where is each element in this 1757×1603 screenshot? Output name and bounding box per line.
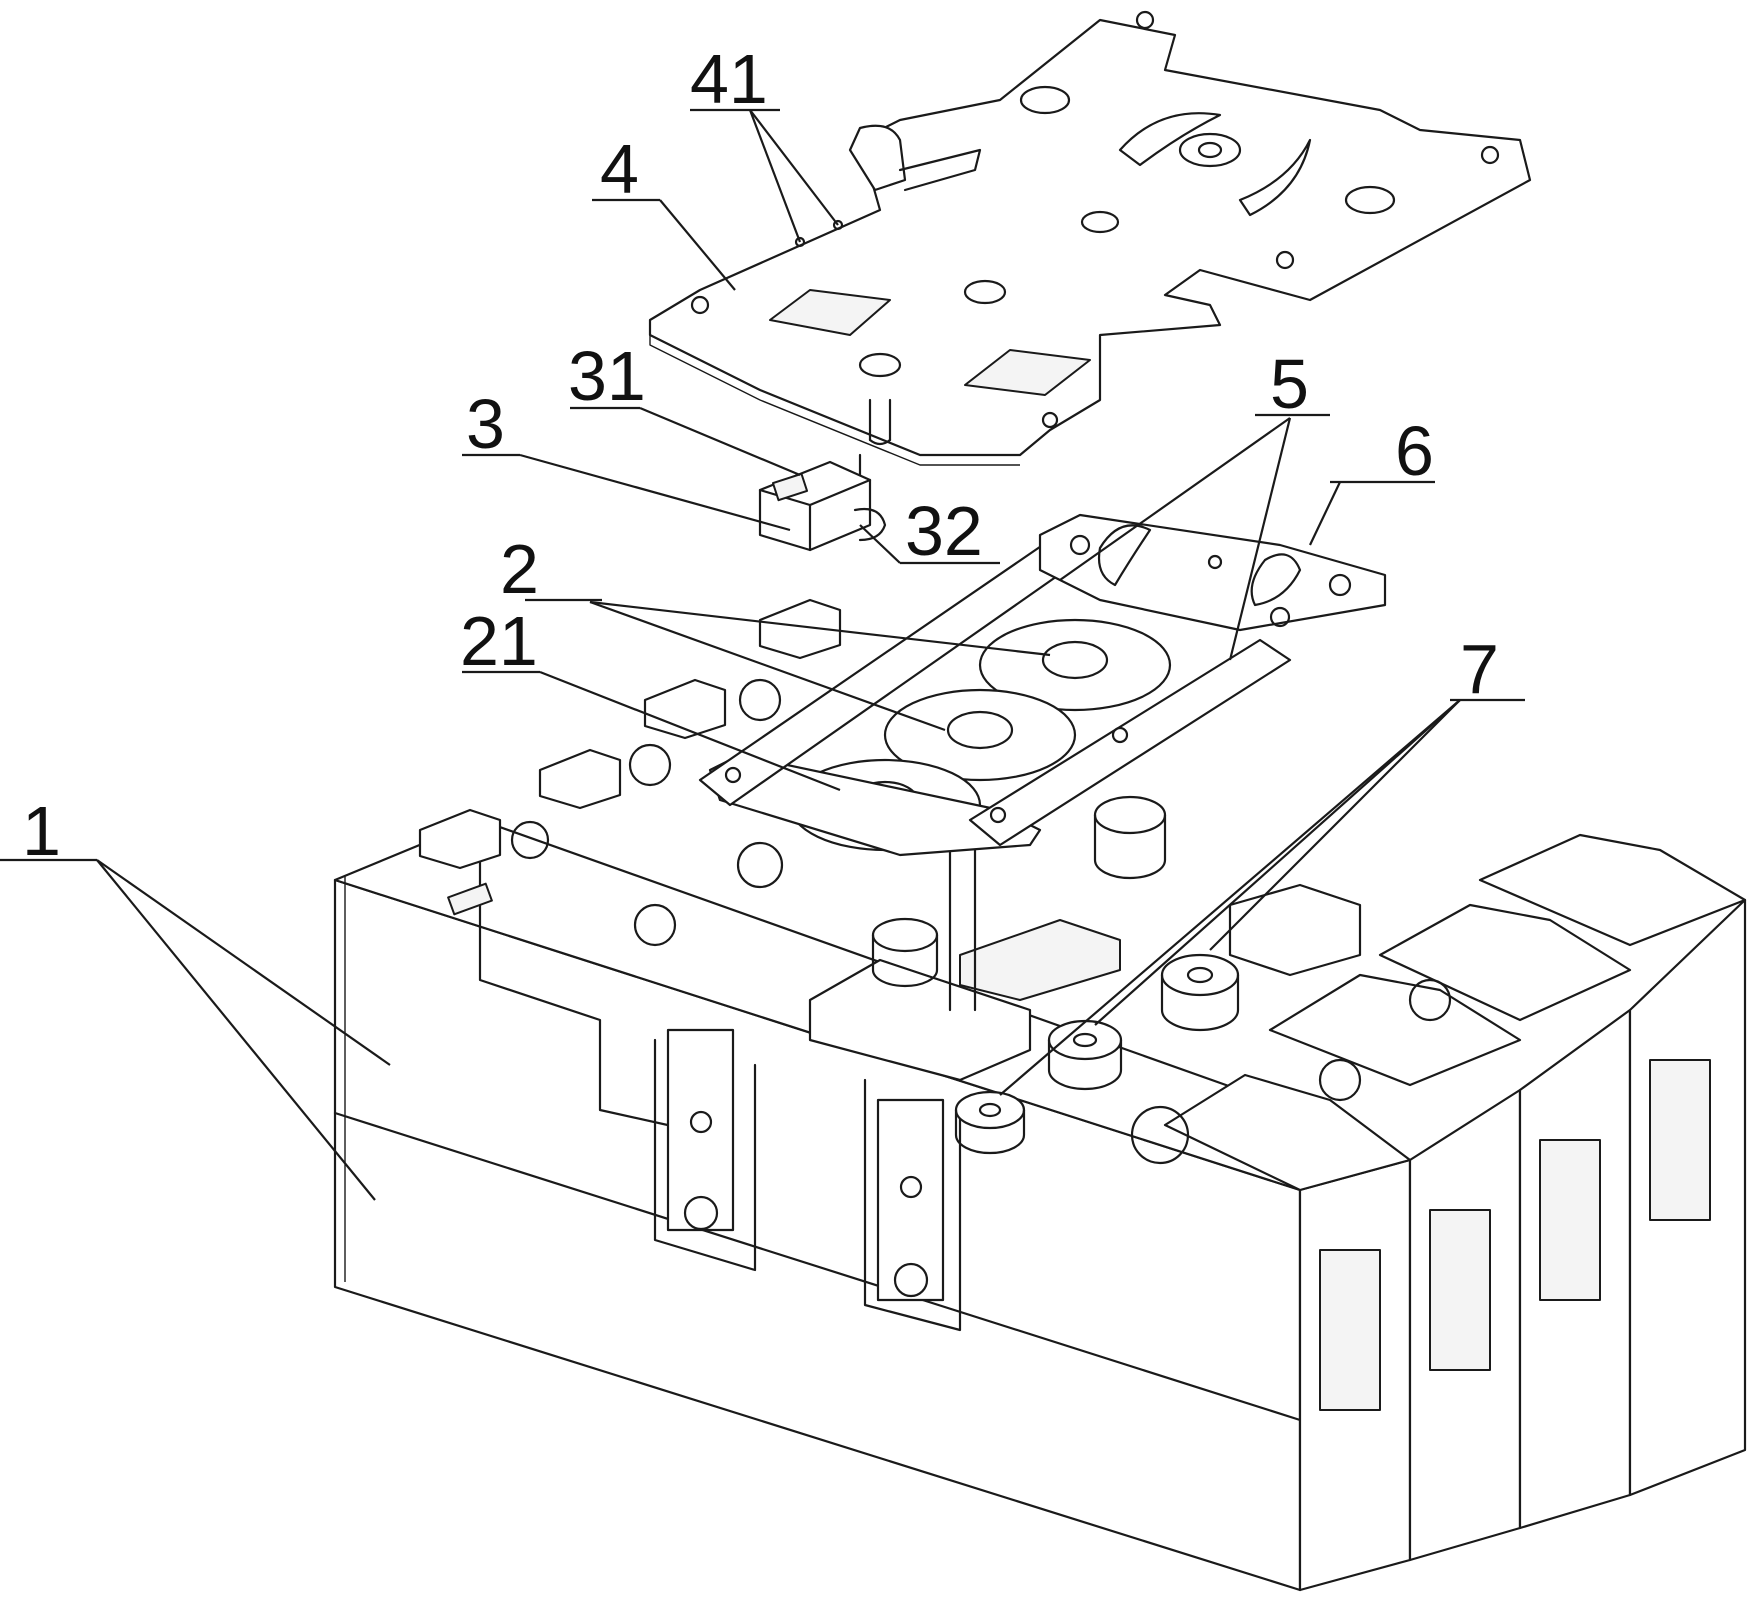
label-1: 1 [22,792,61,870]
front-bracket-right [878,1100,943,1300]
rear-hole-2 [630,745,670,785]
terminal-slot-2 [1430,1210,1490,1370]
leader-6a [1310,482,1340,545]
top-plate-6 [1040,515,1385,630]
label-2: 2 [500,530,539,608]
gear-upper [1162,955,1238,1030]
label-32: 32 [905,492,983,570]
leader-41b [750,110,838,225]
label-21: 21 [460,602,538,680]
cover-hook-tab [850,126,905,190]
label-3: 3 [466,385,505,463]
label-5: 5 [1270,345,1309,423]
deck-hole-1 [738,843,782,887]
label-6: 6 [1395,412,1434,490]
label-41: 41 [690,40,768,118]
terminal-slot-4 [1650,1060,1710,1220]
leader-31a [640,408,800,475]
rear-hole-3 [740,680,780,720]
leader-3a [520,455,790,530]
rear-terminal-1 [420,810,500,868]
leader-1b [97,860,375,1200]
mechanism-block [1230,885,1360,975]
leader-4a [660,200,735,290]
housing [335,820,1300,1590]
rear-terminal-2 [540,750,620,808]
front-bracket-left [668,1030,733,1230]
interlock-clip [760,455,885,550]
terminal-slot-1 [1320,1250,1380,1410]
cover-plate-4 [650,12,1530,465]
roller-top [1095,797,1165,833]
label-4: 4 [600,130,639,208]
terminal-slot-3 [1540,1140,1600,1300]
leader-41a [750,110,800,242]
leader-32a [860,525,900,563]
terminal-hole-1 [1320,1060,1360,1100]
label-7: 7 [1460,630,1499,708]
post-top [873,919,937,951]
mechanism-slide [960,920,1120,1000]
label-31: 31 [568,337,646,415]
